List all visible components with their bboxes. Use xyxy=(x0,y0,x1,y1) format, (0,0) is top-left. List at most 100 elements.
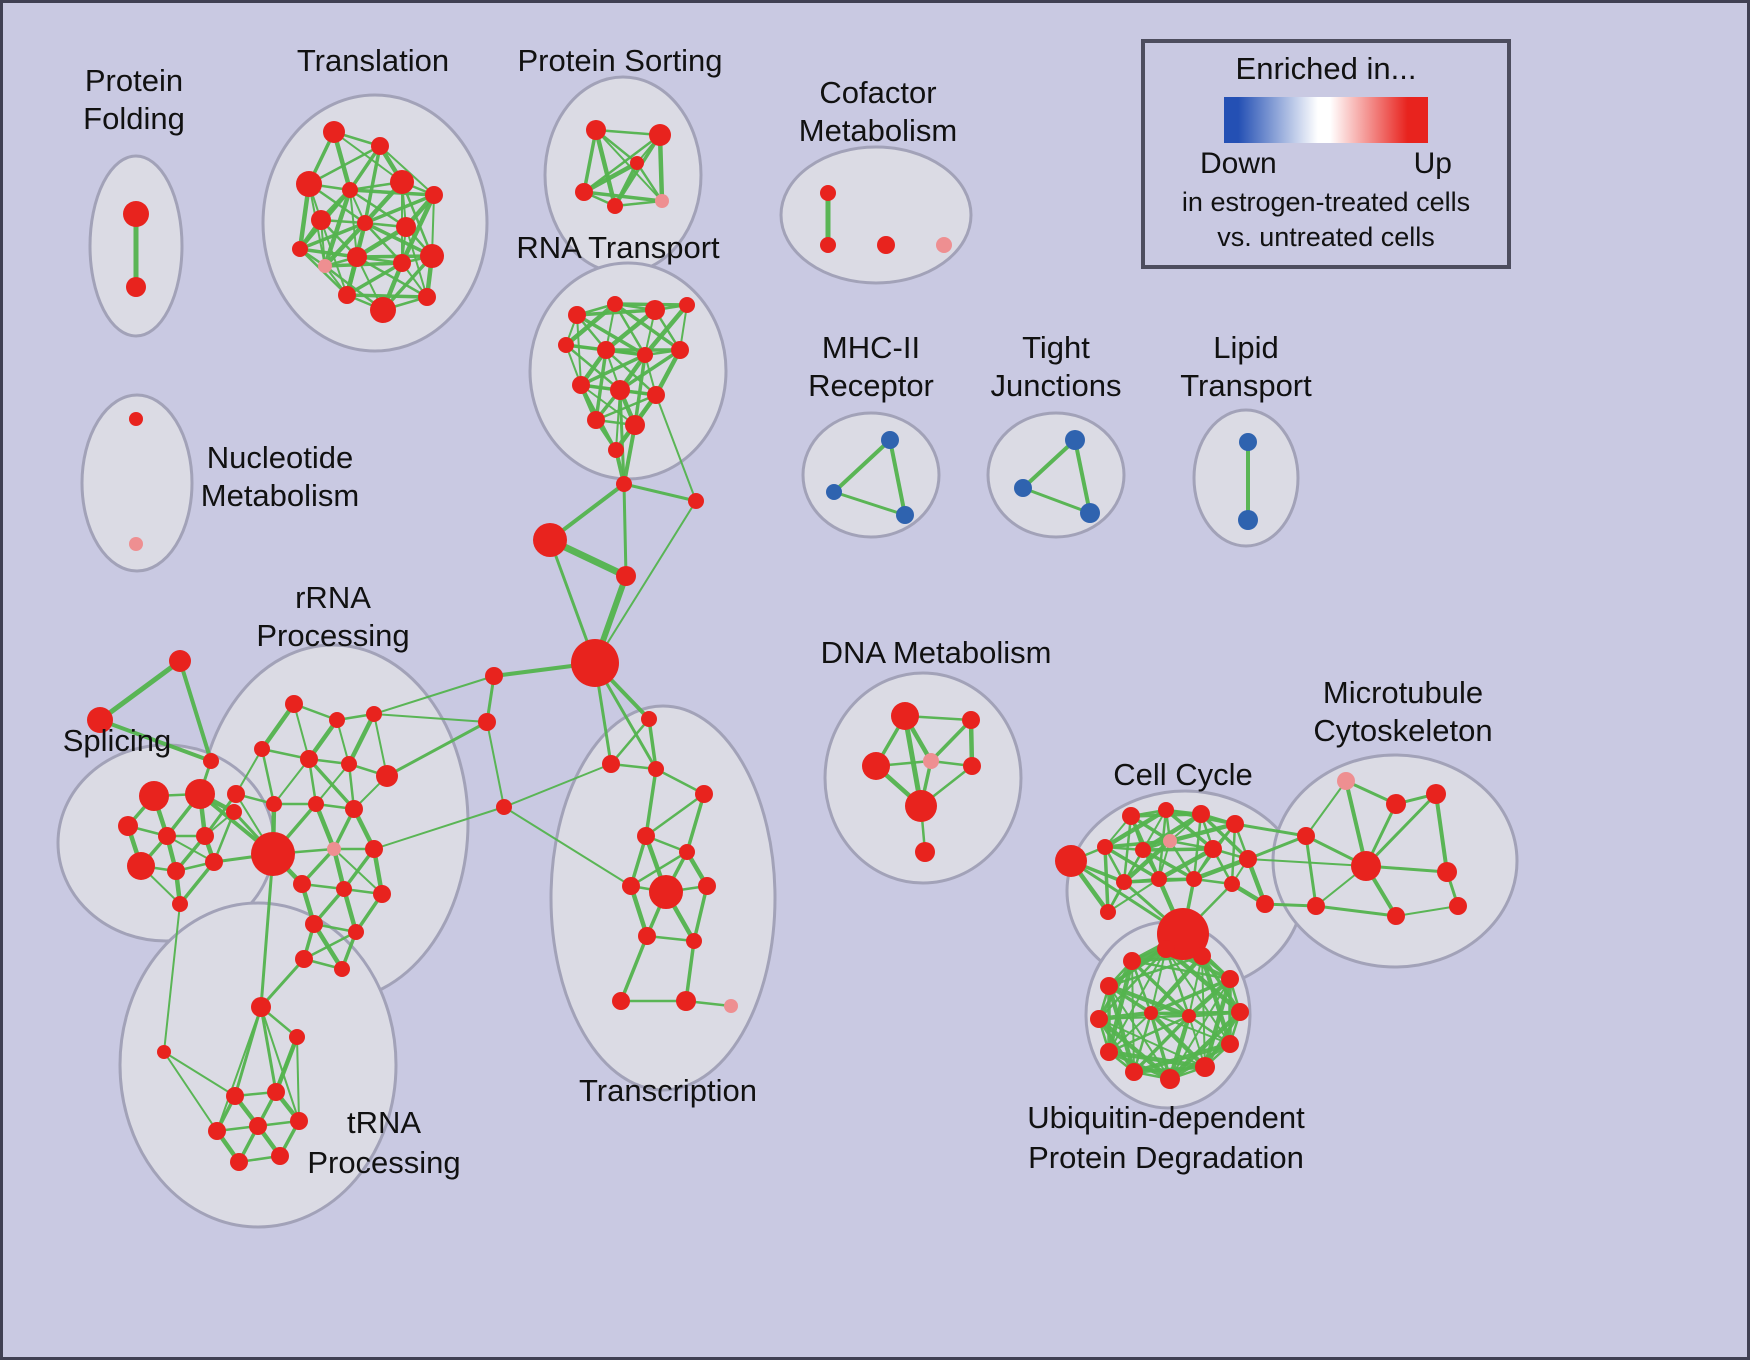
node-up xyxy=(366,706,382,722)
cluster-label-protein-folding: Folding xyxy=(83,101,185,136)
edge xyxy=(647,717,658,771)
node-up xyxy=(172,896,188,912)
node-up xyxy=(963,757,981,775)
cluster-label-splicing: Splicing xyxy=(63,723,172,758)
node-down xyxy=(1065,430,1085,450)
node-up xyxy=(158,827,176,845)
edge xyxy=(259,957,306,1009)
legend-gradient-bar xyxy=(1224,97,1428,143)
node-up xyxy=(157,1045,171,1059)
node-up xyxy=(226,1087,244,1105)
edge xyxy=(657,132,665,204)
node-up xyxy=(226,804,242,820)
node-up xyxy=(292,241,308,257)
edge xyxy=(594,500,697,664)
node-up xyxy=(622,877,640,895)
node-up xyxy=(686,933,702,949)
node-up xyxy=(641,711,657,727)
edge xyxy=(1073,438,1092,515)
edge xyxy=(613,161,639,208)
edge xyxy=(654,767,706,796)
cluster-label-tight-junctions: Tight xyxy=(1022,330,1090,365)
edge xyxy=(1304,834,1318,908)
edge xyxy=(1121,838,1173,885)
node-up xyxy=(205,853,223,871)
edge xyxy=(1132,1014,1191,1074)
edge xyxy=(274,1035,299,1094)
edge xyxy=(1102,807,1169,850)
node-up xyxy=(196,827,214,845)
cluster-label-ubiquitin-degradation: Ubiquitin-dependent xyxy=(1027,1100,1305,1135)
node-up xyxy=(616,566,636,586)
edge xyxy=(576,314,582,386)
node-up xyxy=(671,341,689,359)
edge xyxy=(1191,856,1251,882)
cluster-label-tight-junctions: Junctions xyxy=(991,368,1122,403)
edge xyxy=(1131,1041,1233,1075)
edge xyxy=(832,438,892,494)
node-up xyxy=(289,1029,305,1045)
edge xyxy=(1164,808,1215,851)
node-up xyxy=(905,790,937,822)
node-up xyxy=(127,852,155,880)
cluster-label-lipid-transport: Transport xyxy=(1180,368,1312,403)
cluster-label-rna-transport: RNA Transport xyxy=(516,230,720,265)
edge xyxy=(1305,780,1347,837)
node-up xyxy=(311,210,331,230)
node-up xyxy=(1135,842,1151,858)
edge xyxy=(293,703,310,760)
node-up xyxy=(342,182,358,198)
node-up xyxy=(1193,947,1211,965)
edge xyxy=(315,763,350,805)
node-up xyxy=(1100,977,1118,995)
edge xyxy=(259,701,297,752)
node-up xyxy=(608,442,624,458)
node-up xyxy=(695,785,713,803)
edge xyxy=(635,161,664,203)
node-up xyxy=(227,785,245,803)
node-down xyxy=(881,431,899,449)
edge xyxy=(594,393,658,422)
node-up xyxy=(637,347,653,363)
node-mid xyxy=(936,237,952,253)
node-up xyxy=(251,832,295,876)
cluster-label-cofactor-metabolism: Metabolism xyxy=(799,113,958,148)
edge xyxy=(1130,959,1153,1015)
edge xyxy=(1103,845,1161,881)
node-up xyxy=(251,997,271,1017)
cluster-label-protein-sorting: Protein Sorting xyxy=(517,43,722,78)
node-up xyxy=(597,341,615,359)
node-up xyxy=(341,756,357,772)
edge xyxy=(1186,976,1233,1019)
edge xyxy=(355,255,429,299)
node-up xyxy=(334,961,350,977)
cluster-label-trna-processing: tRNA xyxy=(347,1105,421,1140)
edge xyxy=(1314,904,1398,918)
node-up xyxy=(679,844,695,860)
node-up xyxy=(357,215,373,231)
edge xyxy=(644,767,658,838)
cluster-label-mhc-ii-receptor: MHC-II xyxy=(822,330,920,365)
node-up xyxy=(1386,794,1406,814)
edge xyxy=(333,131,403,183)
node-up xyxy=(1157,940,1175,958)
node-up xyxy=(820,185,836,201)
cluster-ellipse-nucleotide-metabolism xyxy=(80,393,194,573)
edge xyxy=(609,717,651,766)
node-up xyxy=(1182,1009,1196,1023)
node-up xyxy=(630,156,644,170)
node-up xyxy=(1090,1010,1108,1028)
edge xyxy=(1150,1012,1231,1045)
edge xyxy=(178,659,213,763)
edge xyxy=(563,301,618,348)
node-up xyxy=(393,254,411,272)
edge xyxy=(929,718,973,763)
cluster-label-microtubule-cytoskeleton: Cytoskeleton xyxy=(1313,713,1492,748)
edge xyxy=(385,720,489,778)
edge xyxy=(1021,486,1092,515)
node-up xyxy=(365,840,383,858)
node-up xyxy=(915,842,935,862)
node-up xyxy=(305,915,323,933)
edge xyxy=(593,127,618,209)
